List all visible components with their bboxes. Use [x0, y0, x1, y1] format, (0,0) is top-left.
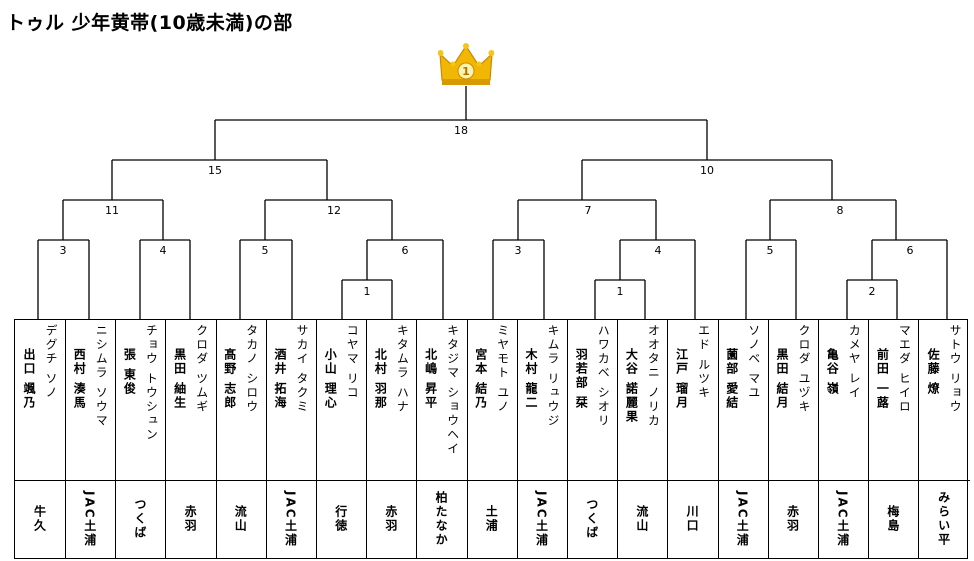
player-cell: カメヤ レイ亀谷 嶺 JAC土浦 — [818, 320, 870, 558]
match-6a-label: 6 — [399, 244, 411, 257]
player-kana: マエダ ヒイロ — [897, 324, 912, 414]
player-kana: ニシムラ ソウマ — [94, 324, 109, 428]
match-12-label: 12 — [325, 204, 343, 217]
player-name: 出口 颯乃 — [22, 348, 36, 411]
player-cell: キタジマ ショウヘイ北嶋 昇平 柏たなか — [416, 320, 468, 558]
player-name: 大谷 諾麗果 — [624, 348, 639, 425]
crown-rank: 1 — [462, 65, 470, 78]
player-club: JAC土浦 — [835, 490, 850, 548]
player-club: つくば — [584, 498, 599, 540]
player-name: 木村 龍二 — [524, 348, 538, 411]
player-kana: カメヤ レイ — [847, 324, 862, 400]
player-cell: ニシムラ ソウマ西村 湊馬 JAC土浦 — [65, 320, 117, 558]
player-club: 赤羽 — [785, 505, 800, 533]
player-cell: ミヤモト ユノ宮本 結乃 土浦 — [466, 320, 518, 558]
player-cell: デグチ ソノ出口 颯乃 牛久 — [15, 320, 66, 558]
player-club: みらい平 — [936, 491, 951, 547]
match-15-label: 15 — [206, 164, 224, 177]
player-name: 小山 理心 — [323, 348, 338, 411]
match-18-label: 18 — [452, 124, 470, 137]
player-cell: サトウ リョウ佐藤 燎 みらい平 — [918, 320, 970, 558]
player-name: 羽若部 栞 — [574, 348, 589, 411]
match-10-label: 10 — [698, 164, 716, 177]
player-kana: コヤマ リコ — [345, 324, 360, 400]
player-cell: ソノベ マユ薗部 愛結 JAC土浦 — [717, 320, 769, 558]
match-4a-label: 4 — [157, 244, 169, 257]
tournament-bracket — [37, 86, 948, 320]
player-name: 宮本 結乃 — [473, 348, 488, 411]
player-club: 柏たなか — [434, 491, 449, 547]
match-7-label: 7 — [582, 204, 594, 217]
player-name: 髙野 志郎 — [222, 348, 237, 411]
player-name: 亀谷 嶺 — [825, 348, 840, 397]
player-kana: ミヤモト ユノ — [495, 324, 510, 414]
player-kana: キタムラ ハナ — [395, 324, 410, 414]
match-3b-label: 3 — [512, 244, 524, 257]
page-title: トゥル 少年黄帯(10歳未満)の部 — [6, 12, 293, 34]
gold-crown-icon: 1 — [438, 43, 494, 85]
player-club: JAC土浦 — [534, 490, 549, 548]
player-name: 張 東俊 — [122, 348, 137, 397]
player-name: 北嶋 昇平 — [423, 348, 438, 411]
player-cell: チョウ トウシュン張 東俊 つくば — [115, 320, 167, 558]
player-name: 酒井 拓海 — [273, 348, 287, 411]
player-name: 北村 羽那 — [373, 348, 388, 411]
player-cell: クロダ ツムギ黒田 紬生 赤羽 — [165, 320, 217, 558]
player-club: JAC土浦 — [82, 490, 97, 548]
player-table: デグチ ソノ出口 颯乃 牛久 ニシムラ ソウマ西村 湊馬 JAC土浦 チョウ ト… — [14, 319, 970, 559]
player-club: 土浦 — [484, 505, 499, 533]
player-club: 牛久 — [32, 505, 47, 533]
match-4b-label: 4 — [652, 244, 664, 257]
player-club: JAC土浦 — [283, 490, 298, 548]
player-club: 川口 — [685, 505, 700, 533]
match-5a-label: 5 — [259, 244, 271, 257]
player-cell: タカノ シロウ髙野 志郎 流山 — [215, 320, 267, 558]
match-5b-label: 5 — [764, 244, 776, 257]
player-name: 薗部 愛結 — [724, 348, 739, 411]
player-club: つくば — [132, 498, 147, 540]
player-cell: キムラ リュウジ木村 龍二 JAC土浦 — [517, 320, 568, 558]
match-8-label: 8 — [834, 204, 846, 217]
player-name: 黒田 紬生 — [172, 348, 187, 411]
player-cell: オオタニ ノリカ大谷 諾麗果 流山 — [617, 320, 669, 558]
player-name: 黒田 結月 — [775, 348, 789, 411]
player-cell: キタムラ ハナ北村 羽那 赤羽 — [366, 320, 418, 558]
player-name: 佐藤 燎 — [926, 348, 941, 397]
player-club: 流山 — [233, 505, 248, 533]
player-name: 前田 一蕗 — [875, 348, 890, 411]
player-kana: ハワカベ シオリ — [596, 324, 611, 428]
player-cell: コヤマ リコ小山 理心 行徳 — [316, 320, 368, 558]
player-club: 行徳 — [333, 505, 348, 533]
match-11-label: 11 — [103, 204, 121, 217]
player-kana: オオタニ ノリカ — [646, 324, 661, 428]
player-kana: サカイ タクミ — [295, 324, 309, 414]
player-club: 流山 — [634, 505, 649, 533]
player-kana: タカノ シロウ — [244, 324, 259, 414]
player-kana: ソノベ マユ — [746, 324, 761, 400]
match-1a-label: 1 — [361, 285, 373, 298]
player-kana: クロダ ツムギ — [194, 324, 209, 414]
player-kana: クロダ ユヅキ — [797, 324, 811, 414]
player-cell: マエダ ヒイロ前田 一蕗 梅島 — [868, 320, 920, 558]
player-cell: サカイ タクミ酒井 拓海 JAC土浦 — [266, 320, 317, 558]
player-kana: チョウ トウシュン — [144, 324, 159, 442]
player-club: 赤羽 — [383, 505, 398, 533]
match-6b-label: 6 — [904, 244, 916, 257]
player-cell: ハワカベ シオリ羽若部 栞 つくば — [567, 320, 619, 558]
match-2-label: 2 — [866, 285, 878, 298]
player-cell: エド ルツキ江戸 瑠月 川口 — [667, 320, 719, 558]
player-club: 梅島 — [885, 505, 900, 533]
match-3a-label: 3 — [57, 244, 69, 257]
player-club: 赤羽 — [183, 505, 198, 533]
player-kana: エド ルツキ — [696, 324, 711, 400]
player-kana: デグチ ソノ — [44, 324, 58, 400]
player-name: 西村 湊馬 — [72, 348, 87, 411]
player-club: JAC土浦 — [735, 490, 750, 548]
player-kana: キムラ リュウジ — [546, 324, 560, 428]
player-cell: クロダ ユヅキ黒田 結月 赤羽 — [768, 320, 819, 558]
player-kana: キタジマ ショウヘイ — [445, 324, 460, 456]
player-name: 江戸 瑠月 — [674, 348, 689, 411]
player-kana: サトウ リョウ — [948, 324, 963, 414]
match-1b-label: 1 — [614, 285, 626, 298]
